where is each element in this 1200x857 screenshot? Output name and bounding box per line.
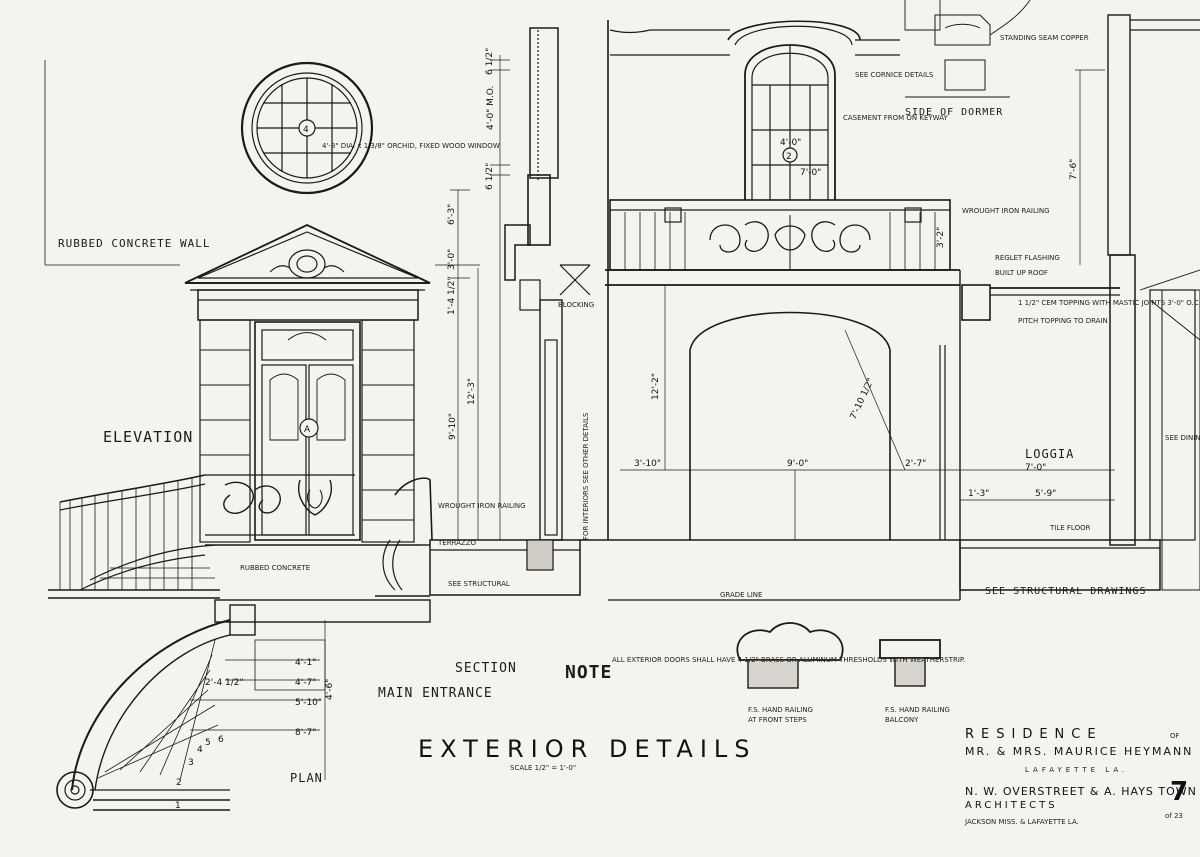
- annotations: RUBBED CONCRETE WALL ELEVATION RUBBED CO…: [58, 34, 1200, 826]
- dim-dormer-width: 4'-0": [780, 138, 801, 148]
- pitch-topping-label: PITCH TOPPING TO DRAIN: [1018, 317, 1108, 325]
- dim-plan-4: 5'-10": [295, 698, 322, 708]
- location-label: LAFAYETTE LA.: [1025, 766, 1128, 774]
- step-number-6: 6: [218, 735, 224, 745]
- handrail-profiles: [736, 622, 941, 689]
- dim-loggia-sub-left: 1'-3": [968, 489, 989, 499]
- hand-railing-front-steps-label: F.S. HAND RAILING: [748, 706, 813, 714]
- dim-plan-3: 4'-7": [295, 678, 316, 688]
- wrought-iron-railing-balcony-label: WROUGHT IRON RAILING: [962, 207, 1050, 215]
- dim-left-2: 6 1/2": [485, 163, 495, 190]
- rubbed-concrete-label: RUBBED CONCRETE: [240, 564, 310, 572]
- owners-label: MR. & MRS. MAURICE HEYMANN: [965, 745, 1193, 758]
- dim-left-6: 12'-3": [467, 378, 477, 405]
- reglet-flashing-label: REGLET FLASHING: [995, 254, 1060, 262]
- dim-loggia-height: 12'-2": [651, 373, 661, 400]
- scale-label: SCALE 1/2" = 1'-0": [510, 764, 576, 772]
- dim-window-height: 4'-0" M.O.: [486, 86, 496, 130]
- step-number-5: 5: [205, 738, 211, 748]
- right-handrail: [375, 477, 433, 597]
- see-cornice-details-label: SEE CORNICE DETAILS: [855, 71, 934, 79]
- dim-left-7: 9'-10": [448, 413, 458, 440]
- dim-loggia-right: 2'-7": [905, 459, 926, 469]
- dim-loggia-left: 3'-10": [634, 459, 661, 469]
- grade-line-label: GRADE LINE: [720, 591, 762, 599]
- dim-left-1: 6 1/2": [485, 48, 495, 75]
- see-dining-room-label: SEE DINING ROOM: [1165, 434, 1200, 442]
- terrazzo-label: TERRAZZO: [437, 539, 477, 547]
- step-number-4: 4: [197, 745, 203, 755]
- dim-right-height: 7'-6": [1069, 159, 1079, 180]
- step-number-3: 3: [188, 758, 194, 768]
- plan-label: PLAN: [290, 771, 323, 785]
- loggia-section: [904, 0, 1200, 591]
- architects-names-label: N. W. OVERSTREET & A. HAYS TOWN: [965, 785, 1197, 798]
- dim-balcony-rail: 3'-2": [936, 227, 946, 248]
- casement-note: CASEMENT FROM ON KEYWAY: [843, 114, 948, 122]
- blocking-label: BLOCKING: [558, 301, 594, 309]
- see-structural-left-label: SEE STRUCTURAL: [448, 580, 510, 588]
- wrought-iron-railing-left-label: WROUGHT IRON RAILING: [438, 502, 526, 510]
- circle-tag: 4: [303, 125, 309, 135]
- sheet-total: of 23: [1165, 812, 1183, 820]
- architects-label: ARCHITECTS: [965, 800, 1058, 811]
- dim-left-5: 1'-4 1/2": [447, 276, 457, 315]
- dormer-window: [744, 44, 836, 200]
- rubbed-concrete-wall-label: RUBBED CONCRETE WALL: [58, 237, 210, 250]
- balcony-label: BALCONY: [885, 716, 919, 724]
- dim-plan-5: 8'-7": [295, 728, 316, 738]
- wall-section: [429, 27, 591, 596]
- note-text: ALL EXTERIOR DOORS SHALL HAVE 4 1/2" BRA…: [612, 656, 965, 664]
- stair-plan: [56, 599, 431, 811]
- dim-loggia-sub-right: 5'-9": [1035, 489, 1056, 499]
- side-of-dormer-label: SIDE OF DORMER: [905, 107, 1003, 118]
- dim-left-4: 3'-0": [447, 249, 457, 270]
- see-structural-drawings-label: SEE STRUCTURAL DRAWINGS: [985, 586, 1146, 597]
- offices-label: JACKSON MISS. & LAFAYETTE LA.: [964, 818, 1079, 826]
- loggia-dimensions: [620, 285, 1115, 540]
- dim-loggia-width: 9'-0": [787, 459, 808, 469]
- front-wrought-iron-railing: [205, 474, 355, 536]
- dim-plan-2: 2'-4 1/2": [205, 678, 244, 688]
- dim-plan-side: 4'-6": [325, 679, 335, 700]
- standing-seam-copper-label: STANDING SEAM COPPER: [1000, 34, 1089, 42]
- sheet-number: 7: [1170, 777, 1188, 807]
- loggia-label: LOGGIA: [1025, 447, 1074, 461]
- balcony-railing: [605, 199, 960, 286]
- hand-railing-balcony-label: F.S. HAND RAILING: [885, 706, 950, 714]
- elevation-label: ELEVATION: [103, 428, 193, 446]
- dim-loggia-dim: 7'-0": [1025, 463, 1046, 473]
- main-entrance-label: MAIN ENTRANCE: [378, 686, 493, 701]
- dormer-tag: 2: [786, 152, 792, 162]
- dim-plan-1: 4'-1": [295, 658, 316, 668]
- details-for-interiors-label: FOR INTERIORS SEE OTHER DETAILS: [582, 412, 590, 540]
- residence-label: RESIDENCE: [965, 727, 1103, 742]
- vertical-dimensions-left: [450, 55, 510, 540]
- section-label: SECTION: [455, 661, 517, 676]
- step-number-1: 1: [175, 801, 181, 811]
- note-heading: NOTE: [565, 662, 612, 683]
- window-note: 4'-8" DIA. x 1 3/8" ORCHID, FIXED WOOD W…: [322, 142, 500, 150]
- step-number-2: 2: [176, 778, 182, 788]
- at-front-steps-label: AT FRONT STEPS: [748, 716, 807, 724]
- round-window: [240, 61, 374, 195]
- elevation-drawing: [44, 60, 480, 599]
- dim-dormer-height: 7'-0": [800, 168, 821, 178]
- cem-topping-label: 1 1/2" CEM TOPPING WITH MASTIC JOINTS 3'…: [1018, 299, 1200, 307]
- exterior-details-title: EXTERIOR DETAILS: [418, 735, 757, 763]
- dormer-and-balcony: [580, 20, 961, 601]
- tile-floor-label: TILE FLOOR: [1049, 524, 1091, 532]
- stair-railing: [48, 474, 220, 599]
- door-tag: A: [304, 425, 311, 435]
- dim-left-3: 6'-3": [447, 204, 457, 225]
- of-label: OF: [1170, 732, 1180, 740]
- loggia-arch: [689, 311, 946, 540]
- built-up-roof-label: BUILT UP ROOF: [995, 269, 1048, 277]
